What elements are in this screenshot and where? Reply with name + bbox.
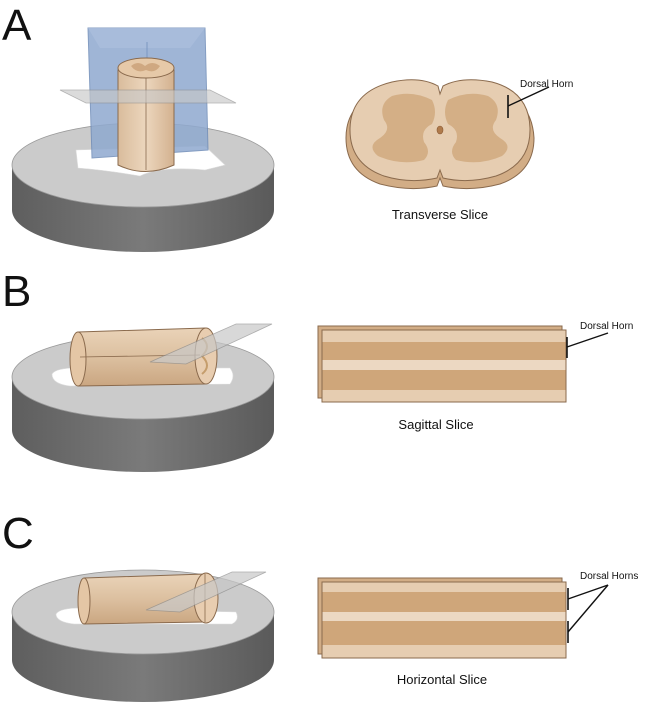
callout-label-b: Dorsal Horn bbox=[580, 321, 633, 332]
panel-a: A bbox=[2, 1, 573, 252]
dorsal-horn-callout-a: Dorsal Horn bbox=[507, 79, 573, 118]
dorsal-horns-callout-c: Dorsal Horns bbox=[567, 571, 638, 643]
callout-label-c: Dorsal Horns bbox=[580, 571, 638, 582]
horizontal-section bbox=[317, 577, 567, 659]
panel-letter-a: A bbox=[2, 1, 32, 50]
cutting-plane-a bbox=[59, 89, 237, 104]
dorsal-horn-callout-b: Dorsal Horn bbox=[566, 321, 633, 358]
caption-horizontal: Horizontal Slice bbox=[397, 672, 487, 687]
panel-letter-c: C bbox=[2, 509, 34, 558]
caption-sagittal: Sagittal Slice bbox=[398, 417, 473, 432]
sagittal-section bbox=[317, 325, 567, 403]
blade-b bbox=[149, 323, 273, 365]
panel-b: B Dorsal Horn bbox=[2, 267, 633, 472]
spinal-cord-column-a bbox=[117, 57, 175, 172]
blade-c bbox=[145, 571, 267, 613]
panel-letter-b: B bbox=[2, 267, 31, 316]
caption-transverse: Transverse Slice bbox=[392, 207, 488, 222]
transverse-section bbox=[345, 79, 535, 190]
panel-c: C Dorsal Horns bbox=[2, 509, 638, 702]
callout-label-a: Dorsal Horn bbox=[520, 79, 573, 90]
